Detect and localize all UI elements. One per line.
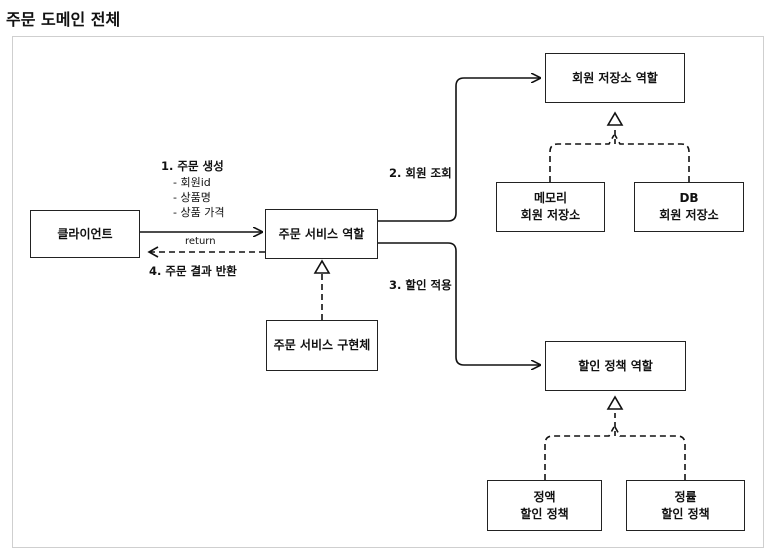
member-repo-role-label: 회원 저장소 역할	[572, 70, 658, 85]
rate-discount-box: 정률 할인 정책	[626, 480, 745, 531]
step4-label: 4. 주문 결과 반환	[149, 264, 237, 278]
realization-rate	[614, 426, 686, 480]
return-label: return	[185, 236, 216, 247]
realization-fixed	[544, 426, 615, 480]
step1-item-product-name: - 상품명	[173, 191, 211, 204]
order-service-role-box: 주문 서비스 역할	[265, 209, 378, 259]
fixed-discount-line2: 할인 정책	[520, 506, 569, 521]
step1-label: 1. 주문 생성	[161, 159, 224, 173]
client-label: 클라이언트	[57, 226, 113, 241]
rate-discount-line2: 할인 정책	[661, 506, 710, 521]
hollow-triangle-member	[606, 111, 624, 126]
order-service-impl-box: 주문 서비스 구현체	[266, 320, 378, 371]
step3-label: 3. 할인 적용	[389, 278, 452, 292]
hollow-triangle-discount	[606, 395, 624, 410]
rate-discount-line1: 정률	[674, 489, 697, 504]
db-repo-box: DB 회원 저장소	[634, 182, 744, 232]
arrowhead-return	[147, 246, 159, 258]
arrow-discount-apply	[378, 242, 540, 365]
realization-db	[614, 134, 690, 182]
fixed-discount-box: 정액 할인 정책	[487, 480, 602, 531]
discount-role-box: 할인 정책 역할	[545, 341, 686, 391]
memory-repo-box: 메모리 회원 저장소	[496, 182, 605, 232]
step2-label: 2. 회원 조회	[389, 166, 452, 180]
memory-repo-line1: 메모리	[533, 191, 568, 205]
realization-memory	[549, 134, 615, 182]
order-service-impl-label: 주문 서비스 구현체	[273, 338, 371, 352]
client-box: 클라이언트	[30, 210, 140, 258]
arrow-member-lookup	[378, 78, 540, 222]
step1-item-product-price: - 상품 가격	[173, 206, 225, 219]
discount-role-label: 할인 정책 역할	[578, 358, 653, 373]
db-repo-line1: DB	[679, 191, 699, 205]
memory-repo-line2: 회원 저장소	[520, 208, 581, 222]
order-service-role-label: 주문 서비스 역할	[278, 226, 365, 241]
diagram-frame	[12, 36, 764, 548]
page-title: 주문 도메인 전체	[6, 10, 121, 29]
member-repo-role-box: 회원 저장소 역할	[545, 53, 685, 103]
step1-item-member-id: - 회원id	[173, 176, 211, 189]
hollow-triangle-order	[313, 259, 331, 274]
fixed-discount-line1: 정액	[533, 489, 556, 504]
db-repo-line2: 회원 저장소	[659, 208, 719, 222]
